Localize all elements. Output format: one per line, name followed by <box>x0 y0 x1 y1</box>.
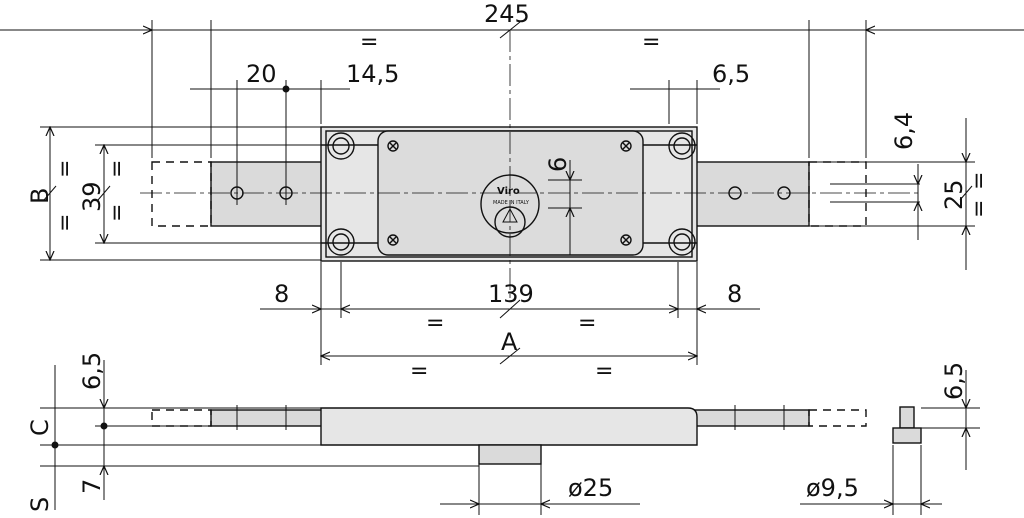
dimension-arrows <box>50 127 966 356</box>
equal-mark: = <box>426 311 444 336</box>
bolt-base <box>892 427 922 444</box>
plate-screw <box>620 234 632 246</box>
dim-slot-offset: 14,5 <box>346 60 399 88</box>
side-case <box>320 407 698 446</box>
var-c: C <box>26 419 54 436</box>
equal-mark: = <box>105 204 130 222</box>
dim-cylinder-diameter: ø25 <box>568 474 613 502</box>
dim-bracket-height: 39 <box>78 181 106 212</box>
plate-screw <box>387 140 399 152</box>
dim-base-thickness: 7 <box>78 479 106 494</box>
bolt-pin <box>899 406 915 429</box>
dimension-lines <box>0 20 1024 365</box>
equal-mark: = <box>967 172 992 190</box>
var-a: A <box>501 328 518 356</box>
corner-screw <box>668 132 696 160</box>
dim-rail-width: 25 <box>940 179 968 210</box>
equal-mark: = <box>53 160 78 178</box>
equal-mark: = <box>967 200 992 218</box>
dim-overall-length: 245 <box>484 0 530 28</box>
dim-bolt-diameter: ø9,5 <box>806 474 859 502</box>
side-dimension-arrows <box>104 388 966 504</box>
dim-right-offset: 6,5 <box>712 60 750 88</box>
plate-screw <box>620 140 632 152</box>
equal-mark: = <box>410 359 428 384</box>
dim-rail-height: 6,4 <box>890 112 918 150</box>
var-b: B <box>26 188 54 204</box>
equal-mark: = <box>105 160 130 178</box>
corner-screw <box>327 228 355 256</box>
var-s: S <box>26 497 54 512</box>
dim-hole-spacing: 20 <box>246 60 277 88</box>
rail-extension-left <box>151 161 212 227</box>
side-view <box>151 405 922 465</box>
dim-end-margin-right: 8 <box>727 280 742 308</box>
side-rail-extension-right <box>808 409 867 427</box>
equal-mark: = <box>595 359 613 384</box>
brand-logo: Viro <box>497 186 520 197</box>
equal-mark: = <box>53 214 78 232</box>
dim-end-margin-left: 8 <box>274 280 289 308</box>
corner-screw <box>327 132 355 160</box>
plate-screw <box>387 234 399 246</box>
dim-pin-height: 6,5 <box>940 362 968 400</box>
top-view <box>140 30 920 300</box>
equal-mark: = <box>360 30 378 55</box>
side-rail-extension-left <box>151 409 212 427</box>
brand-origin: MADE IN ITALY <box>493 200 530 206</box>
side-dimension-lines <box>40 360 980 515</box>
rail-extension-right <box>808 161 867 227</box>
equal-mark: = <box>642 30 660 55</box>
corner-screw <box>668 228 696 256</box>
dim-cylinder-offset: 6 <box>544 157 572 172</box>
dim-bolt-projection: 6,5 <box>78 352 106 390</box>
equal-mark: = <box>578 311 596 336</box>
cylinder-body <box>478 444 542 465</box>
dim-case-length: 139 <box>488 280 534 308</box>
